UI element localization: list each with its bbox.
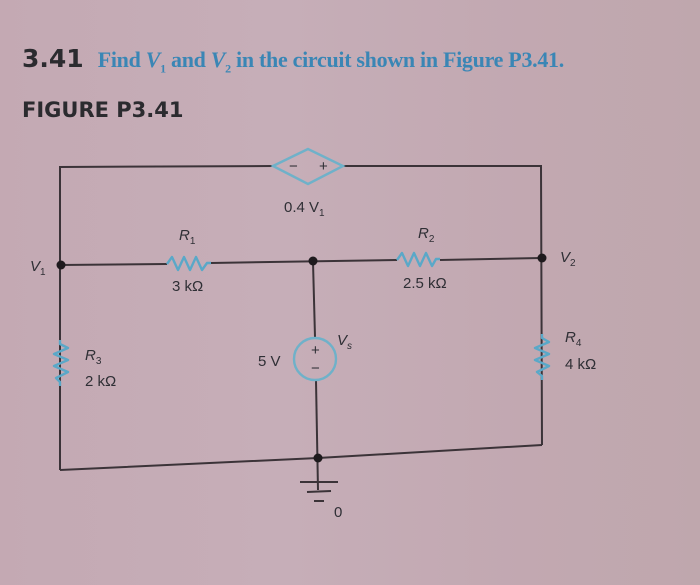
resistor-icon (396, 251, 440, 268)
problem-text: Find V1 and V2 in the circuit shown in F… (97, 47, 565, 76)
r1-value: 3 kΩ (172, 278, 203, 295)
resistor-r4: R4 4 kΩ (533, 329, 596, 380)
node-middle (308, 256, 318, 266)
vs-minus: − (311, 360, 320, 377)
diamond-source-icon (270, 147, 346, 186)
r4-value: 4 kΩ (565, 356, 596, 373)
r3-name: R3 (85, 347, 102, 367)
problem-statement: 3.41 Find V1 and V2 in the circuit shown… (22, 44, 564, 76)
voltage-source: + − 5 V Vs (258, 332, 352, 382)
node-ground (313, 453, 323, 463)
resistor-r1: R1 3 kΩ (166, 227, 211, 295)
resistor-r3: R3 2 kΩ (52, 340, 116, 390)
resistor-icon (52, 340, 70, 386)
resistor-r2: R2 2.5 kΩ (396, 225, 447, 292)
circle-source-icon (292, 336, 338, 382)
r3-value: 2 kΩ (85, 373, 116, 390)
v2-label: V2 (560, 249, 576, 269)
dep-source-plus: + (319, 158, 328, 175)
dep-source-minus: − (289, 158, 298, 175)
r1-name: R1 (179, 227, 196, 247)
vs-name: Vs (337, 332, 352, 352)
node-v1 (56, 260, 66, 270)
figure-title: FIGURE P3.41 (22, 98, 184, 122)
problem-number: 3.41 (22, 44, 84, 73)
resistor-icon (533, 334, 551, 380)
r4-name: R4 (565, 329, 582, 349)
vs-plus: + (311, 342, 320, 359)
dependent-voltage-source: − + 0.4 V1 (270, 147, 346, 219)
node-v2 (537, 253, 547, 263)
vs-value: 5 V (258, 353, 281, 370)
r2-name: R2 (418, 225, 435, 245)
ground-label: 0 (334, 504, 342, 521)
resistor-icon (166, 255, 211, 272)
v1-label: V1 (30, 258, 46, 278)
ground-icon (300, 481, 338, 502)
r2-value: 2.5 kΩ (403, 275, 447, 292)
dep-source-label: 0.4 V1 (284, 199, 325, 219)
